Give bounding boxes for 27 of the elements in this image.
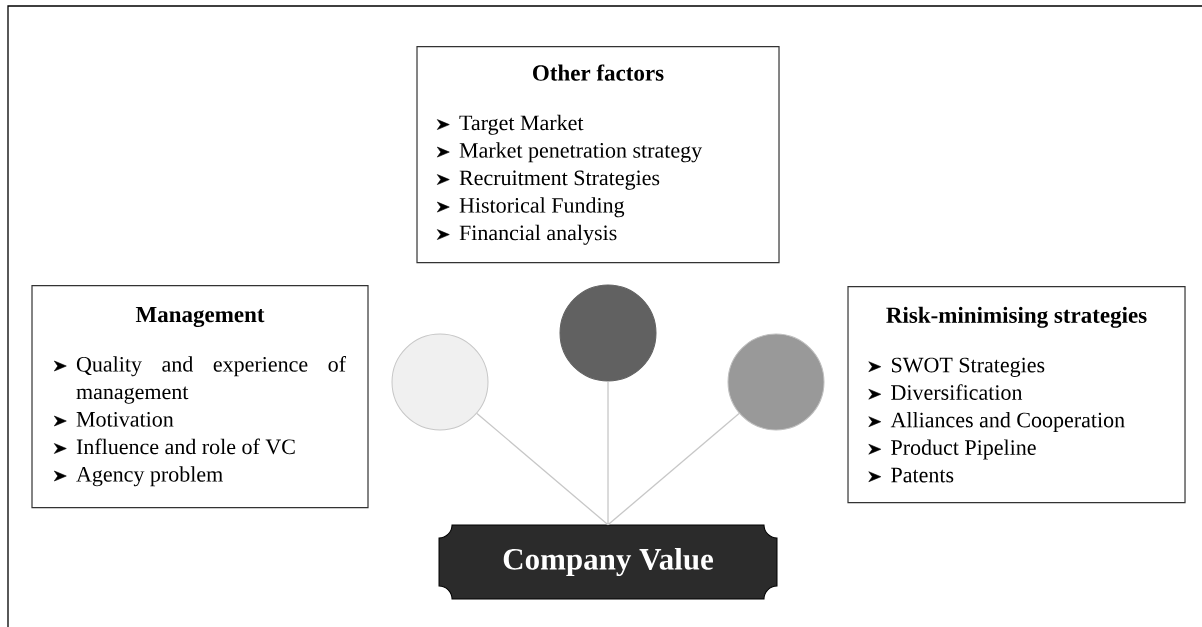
box-heading: Other factors — [533, 64, 664, 81]
list-box — [31, 285, 369, 509]
box-heading: Risk-minimising strategies — [886, 306, 1147, 328]
list-box — [416, 46, 780, 264]
list-item: Motivation — [76, 411, 174, 427]
connector-line — [476, 412, 609, 526]
list-item: Product Pipeline — [891, 439, 1036, 460]
title-banner: Company Value — [438, 524, 778, 600]
list-item: Influence and role of VC — [76, 438, 295, 455]
list-box — [847, 286, 1186, 504]
connector-line — [607, 380, 609, 526]
list-item: Quality and experience of management — [76, 356, 347, 404]
list-item: Recruitment Strategies — [459, 170, 660, 190]
list-item: Diversification — [891, 384, 1023, 400]
connector-line — [607, 412, 740, 526]
list-item: Historical Funding — [459, 197, 625, 218]
list-item: Financial analysis — [459, 224, 617, 245]
box-heading: Management — [135, 306, 265, 328]
circle — [391, 333, 489, 431]
list-item: Agency problem — [76, 466, 223, 487]
circle — [559, 284, 657, 382]
list-item: Target Market — [459, 114, 584, 135]
list-item: Market penetration strategy — [459, 142, 703, 163]
list-item: SWOT Strategies — [892, 357, 1045, 377]
circle — [727, 333, 825, 431]
list-item: Patents — [891, 467, 954, 483]
list-item: Alliances and Cooperation — [890, 411, 1125, 432]
